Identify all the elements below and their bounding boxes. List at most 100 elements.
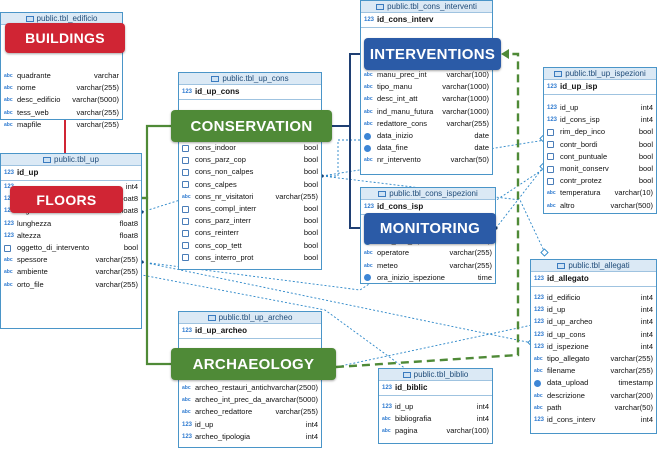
table-icon bbox=[554, 70, 563, 77]
connector-floors-archaeology bbox=[141, 196, 172, 366]
field-type: varchar(5000) bbox=[271, 395, 318, 405]
table-up-cons[interactable]: public.tbl_up_cons 123 id_up_cons cons_i… bbox=[178, 72, 322, 270]
integer-icon: 123 bbox=[4, 208, 15, 215]
field-type: varchar(255) bbox=[610, 353, 653, 363]
field-name: cons_calpes bbox=[195, 179, 237, 189]
primary-key[interactable]: 123 id_up_isp bbox=[544, 80, 656, 95]
field-name: data_fine bbox=[377, 143, 408, 153]
primary-key[interactable]: 123 id_cons_interv bbox=[361, 13, 492, 28]
clock-icon bbox=[364, 132, 371, 140]
field-name: operatore bbox=[377, 248, 410, 258]
field-type: int4 bbox=[640, 414, 653, 424]
integer-icon: 123 bbox=[182, 421, 193, 428]
checkbox-icon bbox=[182, 254, 189, 262]
integer-icon: 123 bbox=[364, 204, 375, 210]
field-name: path bbox=[547, 402, 562, 412]
table-up-ispezioni[interactable]: public.tbl_up_ispezioni 123 id_up_isp 12… bbox=[543, 67, 657, 214]
field-type: time bbox=[477, 272, 492, 282]
field-name: archeo_int_prec_da_archivi bbox=[195, 395, 271, 405]
field-type: varchar(255) bbox=[275, 191, 318, 201]
field-row[interactable]: abcarcheo_int_prec_da_archivivarchar(500… bbox=[179, 394, 321, 406]
field-type: int4 bbox=[476, 402, 489, 411]
primary-key[interactable]: 123 id_up_archeo bbox=[179, 324, 321, 339]
field-type: varchar(1000) bbox=[442, 94, 489, 104]
field-name: id_up bbox=[195, 419, 214, 429]
field-type: bool bbox=[638, 176, 653, 186]
integer-icon: 123 bbox=[534, 416, 545, 423]
integer-icon: 123 bbox=[534, 307, 545, 314]
primary-key[interactable]: 123 id_biblic bbox=[379, 381, 492, 396]
table-cons-interventi[interactable]: public.tbl_cons_interventi 123 id_cons_i… bbox=[360, 0, 493, 175]
primary-key[interactable]: 123 id_up bbox=[1, 166, 141, 181]
field-type: bool bbox=[303, 216, 318, 226]
primary-key[interactable]: 123 id_allegato bbox=[531, 272, 656, 287]
integer-icon: 123 bbox=[4, 220, 15, 227]
primary-key[interactable]: 123 id_up_cons bbox=[179, 85, 321, 100]
